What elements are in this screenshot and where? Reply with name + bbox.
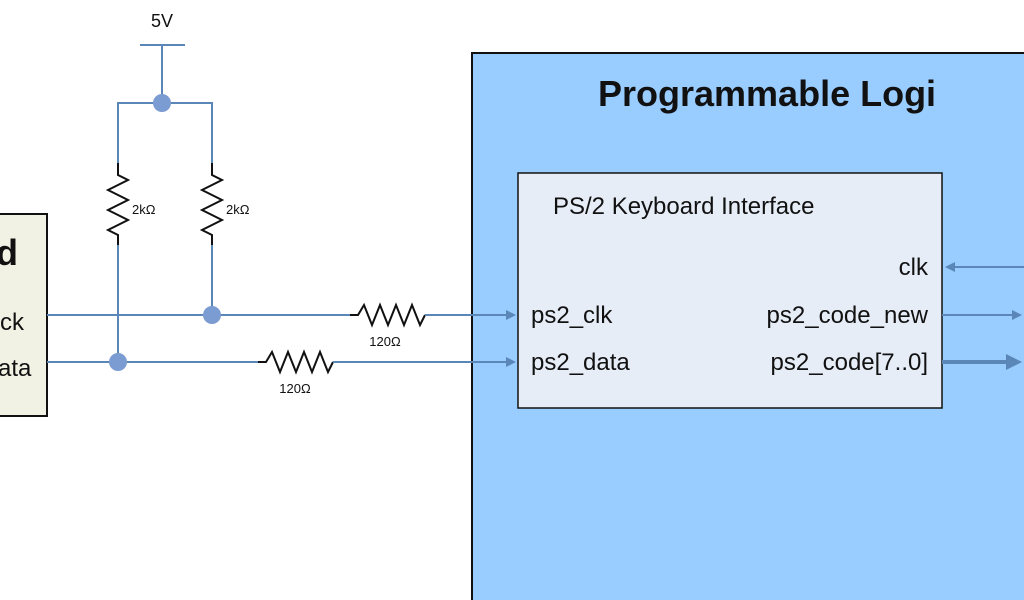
junction-node-clock xyxy=(203,306,221,324)
programmable-logic-title: Programmable Logi xyxy=(598,73,936,114)
series-resistor-data-value: 120Ω xyxy=(279,381,311,396)
series-resistor-data xyxy=(258,349,334,375)
keyboard-interface-block xyxy=(517,172,943,409)
pullup-resistor-clock-value: 2kΩ xyxy=(226,202,250,217)
keyboard-title-fragment: d xyxy=(0,232,18,273)
port-ps2-data: ps2_data xyxy=(531,349,630,376)
port-clk: clk xyxy=(899,254,929,281)
series-resistor-clock-value: 120Ω xyxy=(369,334,401,349)
port-ps2-clk: ps2_clk xyxy=(531,302,613,329)
keyboard-clock-fragment: ck xyxy=(0,309,25,336)
pullup-rail xyxy=(117,102,213,163)
port-ps2-code: ps2_code[7..0] xyxy=(771,349,928,376)
pullup-resistor-data-value: 2kΩ xyxy=(132,202,156,217)
junction-node-data xyxy=(109,353,127,371)
pullup-resistor-clock xyxy=(199,163,225,245)
pullup-resistor-data xyxy=(105,163,131,245)
port-ps2-code-new: ps2_code_new xyxy=(767,302,929,329)
keyboard-interface-title: PS/2 Keyboard Interface xyxy=(553,193,815,220)
keyboard-data-fragment: ata xyxy=(0,355,32,382)
supply-label: 5V xyxy=(151,11,173,31)
series-resistor-clock xyxy=(350,302,426,328)
junction-node-supply xyxy=(153,94,171,112)
